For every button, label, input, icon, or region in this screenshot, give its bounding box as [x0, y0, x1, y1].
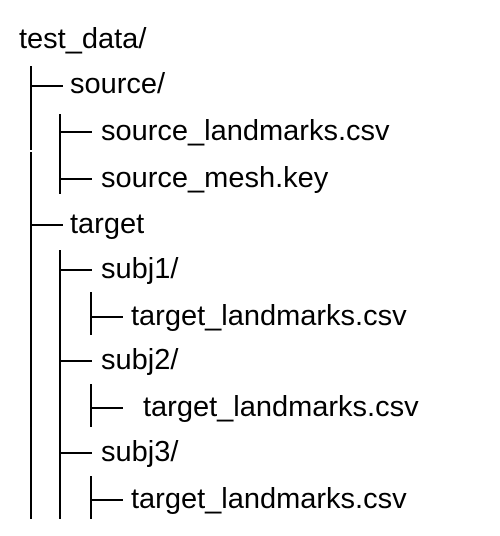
file-source-landmarks-label: source_landmarks.csv	[101, 115, 390, 147]
connector-horizontal-subj1-file	[90, 316, 123, 318]
connector-vertical-subj1	[90, 292, 92, 335]
connector-vertical-subj3	[90, 476, 92, 519]
file-subj1-target-landmarks-label: target_landmarks.csv	[131, 300, 407, 332]
connector-horizontal-source-mesh	[59, 178, 92, 180]
file-source-mesh-label: source_mesh.key	[101, 162, 329, 194]
connector-horizontal-subj3	[59, 452, 92, 454]
folder-subj1-label: subj1/	[101, 253, 179, 285]
folder-subj3-label: subj3/	[101, 436, 179, 468]
connector-horizontal-source-landmarks	[59, 131, 92, 133]
file-subj3-target-landmarks-label: target_landmarks.csv	[131, 483, 407, 515]
connector-vertical-subj2	[90, 384, 92, 427]
tree-root-label: test_data/	[19, 23, 147, 55]
connector-horizontal-subj3-file	[90, 499, 123, 501]
connector-horizontal-subj1	[59, 269, 92, 271]
folder-source-label: source/	[70, 68, 166, 100]
connector-horizontal-source	[30, 85, 63, 87]
folder-subj2-label: subj2/	[101, 344, 179, 376]
connector-horizontal-subj2	[59, 360, 92, 362]
connector-vertical-target	[59, 250, 61, 519]
connector-horizontal-target	[30, 224, 63, 226]
file-subj2-target-landmarks-label: target_landmarks.csv	[143, 391, 419, 423]
folder-target-label: target	[70, 208, 145, 240]
connector-vertical-l1-b	[30, 152, 32, 519]
connector-horizontal-subj2-file	[90, 407, 123, 409]
connector-vertical-l1-a	[30, 66, 32, 150]
connector-vertical-source	[59, 114, 61, 194]
